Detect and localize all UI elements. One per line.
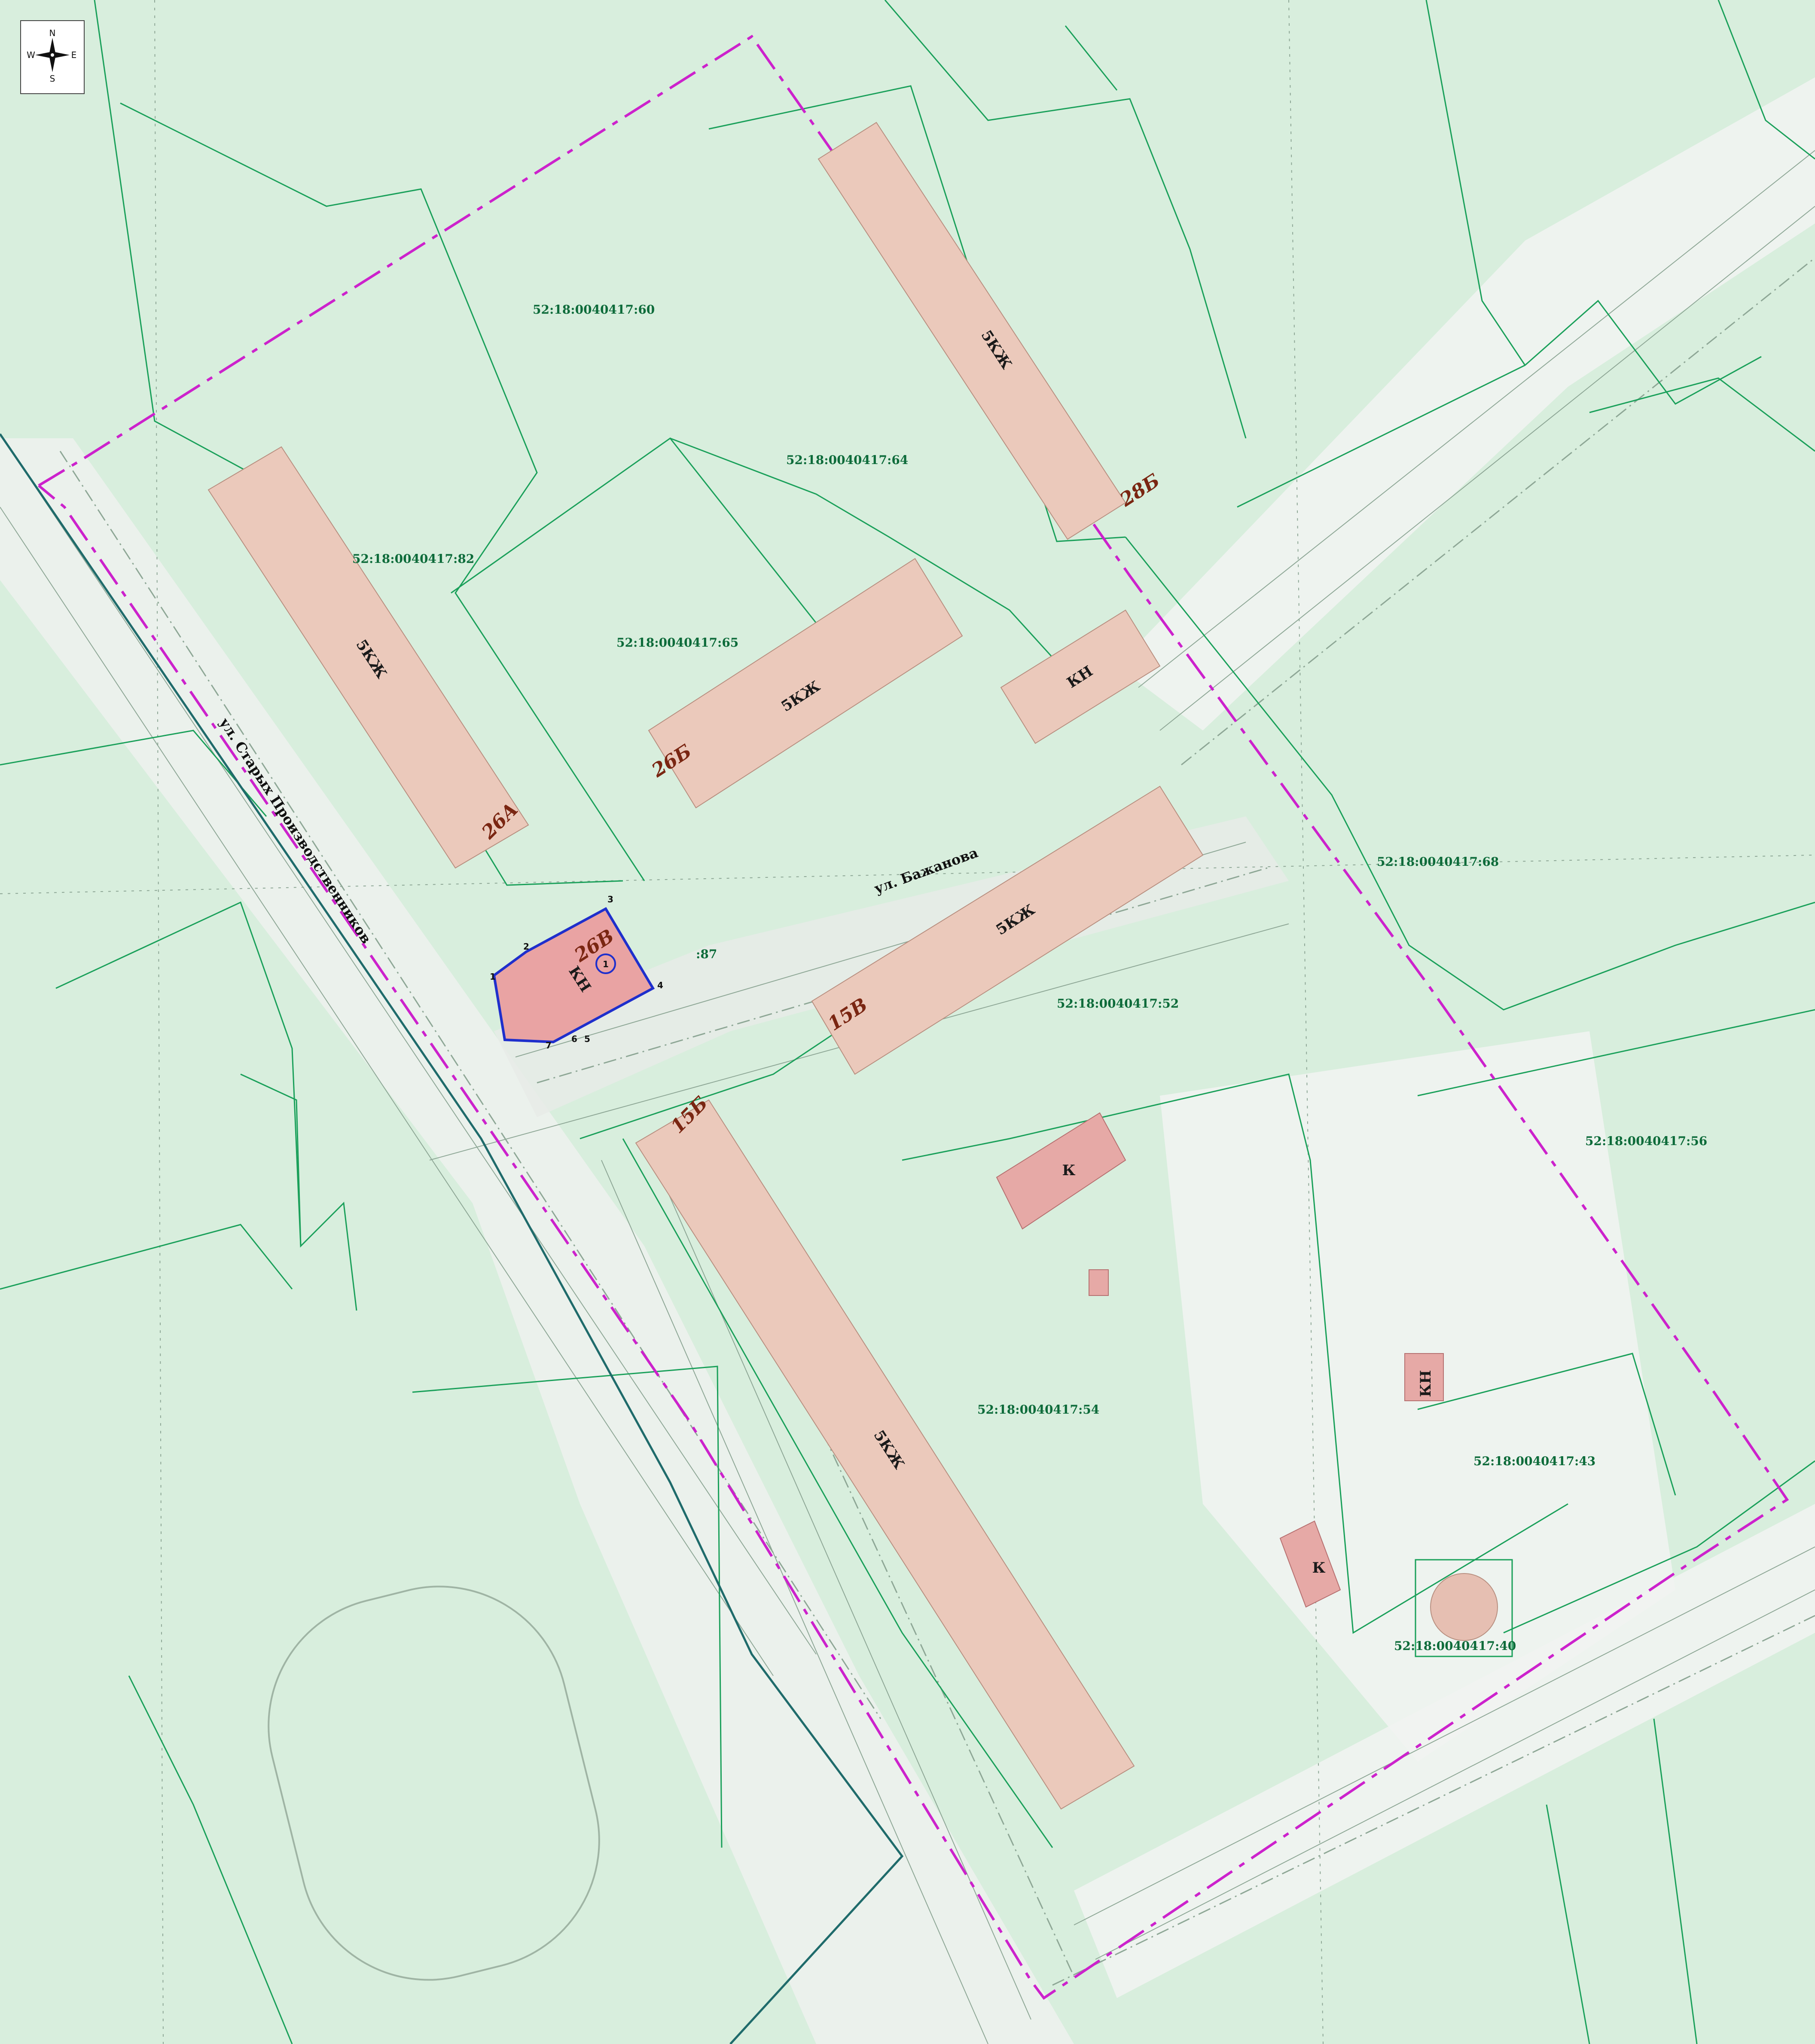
- site-marker: [595, 953, 616, 974]
- building-28b: [818, 122, 1126, 540]
- cad-label-52: 52:18:0040417:52: [1057, 996, 1179, 1011]
- cad-label-82: 52:18:0040417:82: [352, 552, 474, 566]
- boundary-points: 1 2 3 4 5 6 7: [490, 894, 663, 1051]
- point-4: 4: [657, 980, 663, 990]
- cad-label-43: 52:18:0040417:43: [1473, 1454, 1595, 1468]
- sports-ground-outline: [268, 1586, 600, 1981]
- building-kn-south: [1404, 1353, 1444, 1401]
- compass-w: W: [27, 50, 35, 60]
- red-line: [0, 433, 904, 2044]
- point-6: 6: [571, 1034, 577, 1044]
- subject-site: 1: [492, 907, 655, 1044]
- cadastral-labels: 52:18:0040417:60 52:18:0040417:64 52:18:…: [352, 302, 1707, 1653]
- point-1: 1: [490, 972, 496, 982]
- compass-icon: [35, 38, 70, 72]
- cad-label-65: 52:18:0040417:65: [616, 636, 738, 650]
- cad-label-64: 52:18:0040417:64: [786, 453, 908, 467]
- compass-s: S: [50, 73, 55, 84]
- building-26b: [648, 558, 963, 809]
- building-15v: [811, 785, 1204, 1075]
- point-3: 3: [607, 894, 613, 904]
- cad-label-54: 52:18:0040417:54: [977, 1402, 1099, 1417]
- point-5: 5: [584, 1034, 590, 1044]
- point-2: 2: [523, 941, 529, 952]
- building-26a: [207, 446, 529, 869]
- cad-label-56: 52:18:0040417:56: [1585, 1134, 1707, 1148]
- cad-label-68: 52:18:0040417:68: [1377, 855, 1499, 869]
- zone-label-k-north: К: [1062, 1162, 1076, 1179]
- subject-parcel-outline: [492, 907, 655, 1044]
- building-k-north: [996, 1112, 1126, 1230]
- buildings: [207, 122, 1513, 1810]
- compass-rose: N S E W: [20, 20, 85, 94]
- building-small: [1089, 1269, 1109, 1296]
- compass-e: E: [71, 50, 77, 60]
- zone-label-k-south: К: [1312, 1559, 1326, 1577]
- parcel-40-outline: [1415, 1559, 1513, 1657]
- site-marker-text: 1: [603, 959, 609, 969]
- cad-label-87: :87: [696, 947, 717, 961]
- project-boundary: [38, 34, 1789, 2000]
- cad-label-60: 52:18:0040417:60: [533, 302, 655, 317]
- cad-label-40: 52:18:0040417:40: [1394, 1639, 1516, 1653]
- building-kn-east: [1000, 609, 1161, 744]
- building-k-south: [1279, 1520, 1341, 1608]
- building-15b: [635, 1099, 1135, 1810]
- zone-label-kn-south: КН: [1417, 1370, 1434, 1397]
- round-structure: [1430, 1573, 1498, 1641]
- point-7: 7: [546, 1040, 552, 1051]
- compass-n: N: [49, 28, 56, 38]
